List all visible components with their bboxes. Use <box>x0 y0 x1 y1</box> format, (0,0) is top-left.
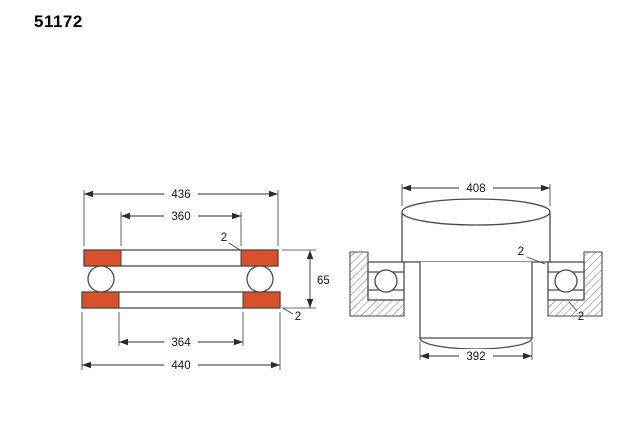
chamfer-top-right-label: 2 <box>518 246 524 258</box>
dim-360-mask <box>164 209 198 222</box>
dim-392-mask <box>459 349 493 362</box>
mounted-bearing-left <box>367 261 405 301</box>
chamfer-bottom-leader <box>282 307 294 315</box>
housing-washer-section-left <box>81 291 120 309</box>
dim-364-mask <box>164 335 198 348</box>
bearing-right-ball <box>554 269 578 293</box>
chamfer-bottom-right-leader <box>568 301 578 312</box>
chamfer-bottom-right-label: 2 <box>578 311 584 323</box>
dim-408-label: 408 <box>466 183 485 195</box>
dim-364: 364 <box>118 312 244 349</box>
dim-65-label: 65 <box>317 275 330 287</box>
dim-chamfer-bottom-left-view: 2 <box>282 307 301 323</box>
dim-360: 360 <box>120 209 242 246</box>
dim-364-label: 364 <box>171 337 191 349</box>
mounted-bearing-right <box>547 261 585 301</box>
dim-65: 65 <box>282 249 330 309</box>
dim-65-ext <box>282 249 316 309</box>
shaft-lower-sides <box>419 261 533 339</box>
dim-440: 440 <box>81 312 281 372</box>
dim-chamfer-top-left-view: 2 <box>221 232 241 251</box>
dim-436-label: 436 <box>171 189 190 201</box>
shaft-top-ellipse <box>401 198 551 226</box>
shaft-washer-section-right <box>240 249 279 267</box>
dim-440-mask <box>164 358 198 371</box>
bearing-left-ball <box>374 269 398 293</box>
dim-chamfer-bottom-right-view: 2 <box>568 301 584 323</box>
dim-chamfer-top-right-view: 2 <box>518 246 546 265</box>
dim-440-label: 440 <box>171 360 190 372</box>
chamfer-bottom-label: 2 <box>295 311 301 323</box>
chamfer-top-leader <box>228 242 241 251</box>
part-number-title: 51172 <box>34 12 83 31</box>
chamfer-top-right-leader <box>526 256 546 265</box>
dim-436-ext <box>83 190 279 246</box>
shaft-lower-body <box>420 262 532 338</box>
chamfer-top-label: 2 <box>221 232 227 244</box>
dim-392: 392 <box>419 342 533 363</box>
dim-440-ext <box>81 312 281 370</box>
ball-left <box>87 265 115 293</box>
left-view-cross-section: 436 360 2 65 2 <box>81 187 330 372</box>
dim-392-label: 392 <box>466 351 485 363</box>
dim-408: 408 <box>401 181 551 206</box>
dim-436-mask <box>164 187 198 200</box>
ball-right <box>246 265 274 293</box>
shaft-washer-section-left <box>83 249 122 267</box>
right-view-mounting: 408 2 2 392 <box>349 181 603 363</box>
dim-408-mask <box>459 181 493 194</box>
dim-360-label: 360 <box>171 211 190 223</box>
shaft-bottom-cap <box>419 337 533 350</box>
housing-washer-section-right <box>242 291 281 309</box>
dim-436: 436 <box>83 187 279 246</box>
